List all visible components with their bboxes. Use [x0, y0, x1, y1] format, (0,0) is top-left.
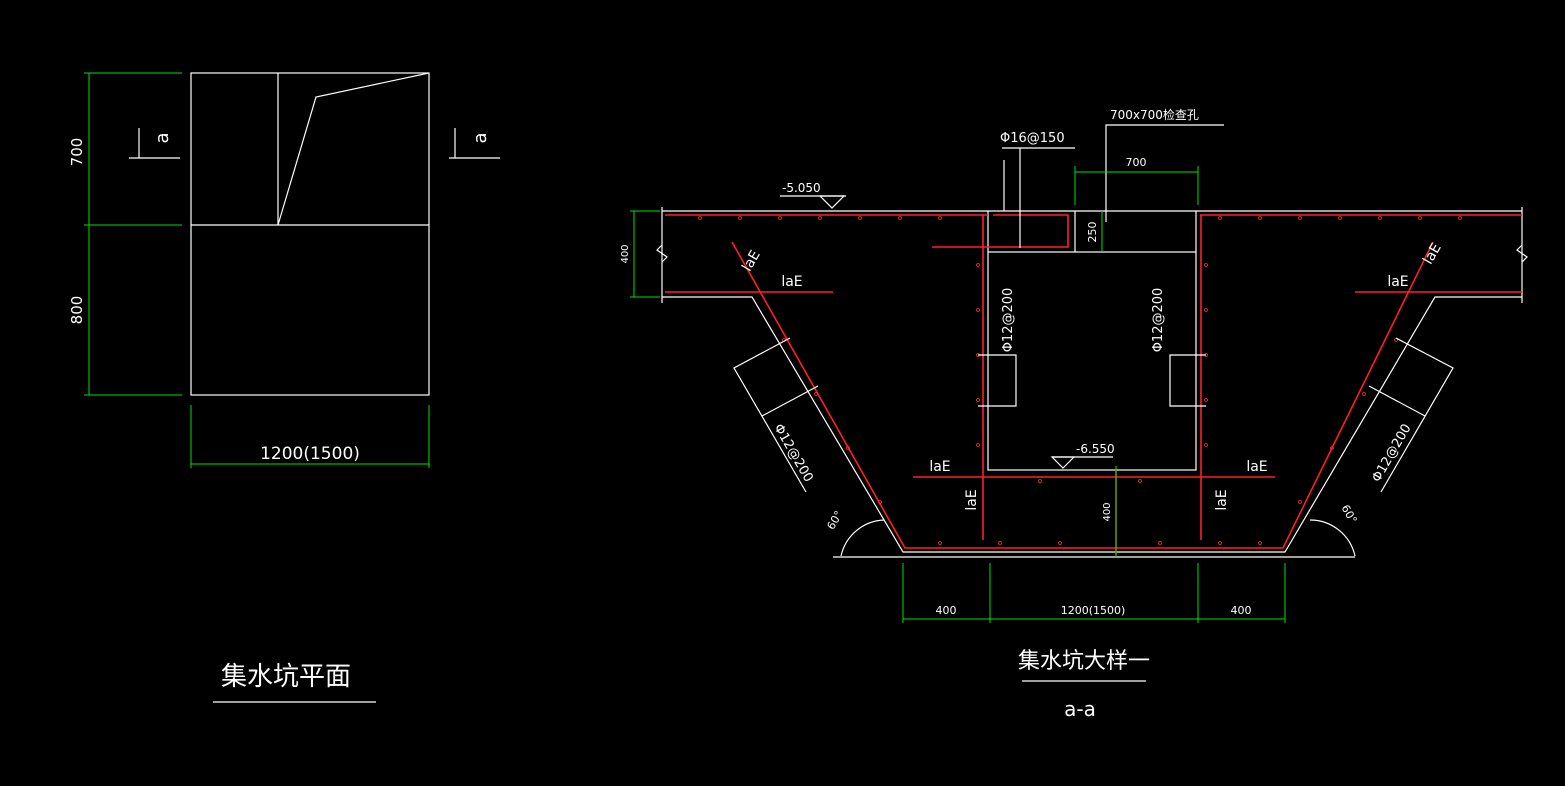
svg-text:60°: 60° [824, 509, 845, 532]
section-subtitle: a-a [1064, 697, 1096, 721]
plan-outline [190, 72, 430, 396]
slope-bar-left: Φ12@200 [733, 337, 819, 493]
angle-marks: 60° 60° [824, 503, 1360, 557]
base-thickness-dimension: 400 [1102, 466, 1117, 557]
svg-text:400: 400 [620, 244, 631, 263]
svg-text:-5.050: -5.050 [782, 181, 821, 195]
svg-text:Φ12@200: Φ12@200 [1151, 288, 1166, 353]
svg-text:Φ12@200: Φ12@200 [770, 422, 815, 485]
bottom-dimension: 400 1200(1500) 400 [902, 563, 1286, 623]
svg-text:laE: laE [739, 248, 764, 274]
svg-text:Φ12@200: Φ12@200 [1369, 422, 1414, 485]
opening-width-dim: 700 [1126, 156, 1147, 169]
svg-text:laE: laE [1420, 241, 1445, 267]
plan-dim-bottom: 800 [68, 296, 86, 325]
opening-callout: 700x700检查孔 700 250 [1074, 107, 1224, 252]
plan-vertical-dimension: 700 800 [68, 72, 182, 396]
elevation-top: -5.050 [780, 181, 846, 209]
plan-dim-top: 700 [68, 138, 86, 167]
section-mark-right: a [449, 128, 500, 159]
plan-horizontal-dimension: 1200(1500) [190, 405, 430, 468]
rebar-dots [698, 216, 1462, 545]
svg-text:60°: 60° [1339, 503, 1360, 526]
wall-bar-left: Φ12@200 [978, 288, 1017, 407]
svg-text:-6.550: -6.550 [1076, 442, 1115, 456]
elevation-bottom: -6.550 [1050, 442, 1115, 469]
svg-text:a: a [470, 132, 491, 143]
section-outline [656, 207, 1528, 558]
svg-text:laE: laE [964, 489, 980, 510]
svg-text:laE: laE [1387, 274, 1408, 290]
svg-text:laE: laE [1214, 489, 1230, 510]
svg-text:laE: laE [929, 459, 950, 475]
svg-text:a: a [152, 132, 173, 143]
cover-thickness-dim: 250 [1086, 222, 1099, 243]
plan-view: 700 800 1200(1500) a a 集水坑平面 [68, 72, 500, 703]
top-bar-callout: Φ16@150 [1000, 131, 1075, 248]
plan-title: 集水坑平面 [221, 662, 351, 692]
wall-bar-right: Φ12@200 [1151, 288, 1206, 407]
svg-text:1200(1500): 1200(1500) [1061, 604, 1126, 617]
svg-text:400: 400 [1231, 604, 1252, 617]
svg-text:400: 400 [1102, 502, 1113, 521]
section-title: 集水坑大样一 [1018, 649, 1150, 674]
slab-thickness-dimension: 400 [620, 210, 660, 298]
opening-label: 700x700检查孔 [1110, 107, 1199, 122]
svg-text:Φ12@200: Φ12@200 [1001, 288, 1016, 353]
svg-text:laE: laE [781, 274, 802, 290]
top-bar-label: Φ16@150 [1000, 131, 1065, 146]
section-view: Φ16@150 700x700检查孔 700 250 -5.050 -6.550 [620, 107, 1528, 721]
section-mark-left: a [129, 128, 180, 159]
svg-text:laE: laE [1246, 459, 1267, 475]
slope-bar-right: Φ12@200 [1368, 337, 1454, 493]
svg-text:400: 400 [936, 604, 957, 617]
rebar [665, 214, 1522, 555]
plan-slope-lines [277, 72, 430, 226]
plan-dim-width: 1200(1500) [260, 444, 360, 464]
